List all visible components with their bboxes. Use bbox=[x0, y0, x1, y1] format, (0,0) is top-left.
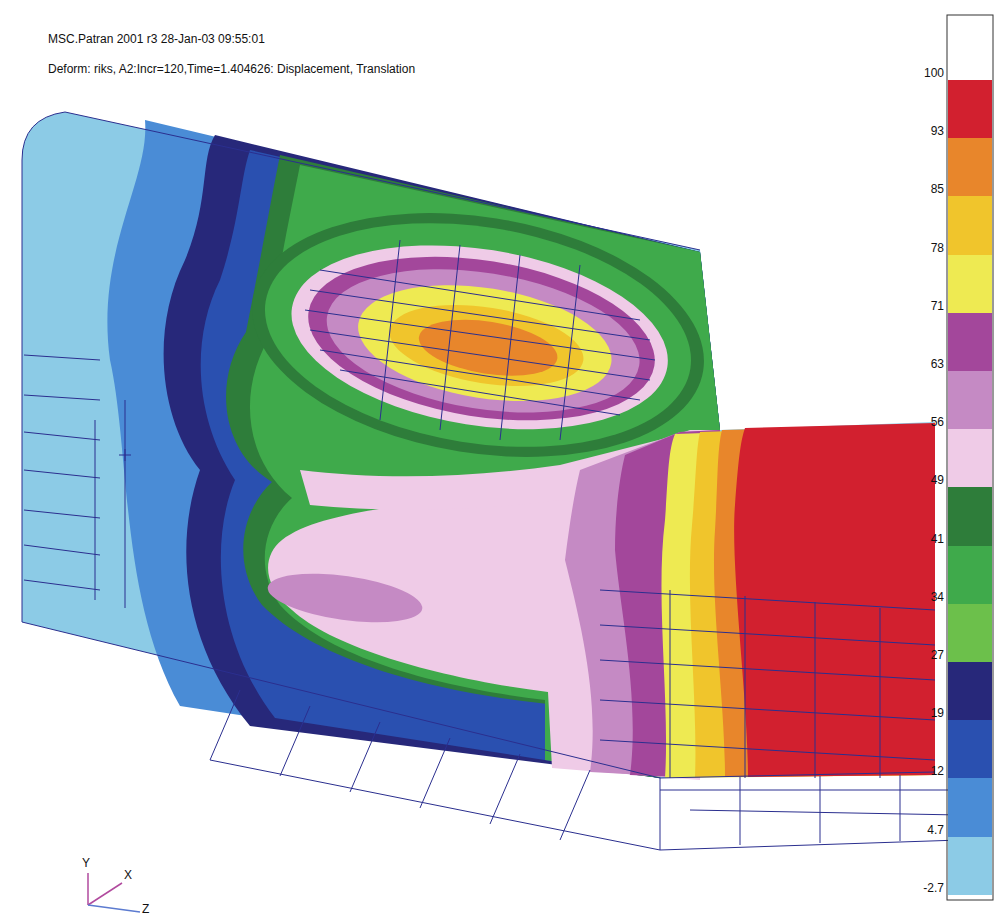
contour-pink bbox=[278, 221, 681, 454]
contour-orange bbox=[415, 311, 561, 384]
colorbar-value: 78 bbox=[904, 241, 944, 255]
colorbar-swatch bbox=[948, 16, 992, 80]
colorbar-swatch bbox=[948, 255, 992, 313]
colorbar-value: 41 bbox=[904, 532, 944, 546]
colorbar-swatch bbox=[948, 487, 992, 545]
colorbar-swatch bbox=[948, 662, 992, 720]
colorbar-swatch bbox=[948, 371, 992, 429]
wireframe bbox=[22, 112, 960, 850]
axis-triad bbox=[88, 873, 140, 912]
colorbar-value: 100 bbox=[904, 66, 944, 80]
colorbar-value: 34 bbox=[904, 590, 944, 604]
axis-label: Y bbox=[82, 856, 90, 870]
colorbar-swatch bbox=[948, 778, 992, 836]
colorbar-value: 56 bbox=[904, 415, 944, 429]
colorbar-value: 4.7 bbox=[904, 823, 944, 837]
contour-yellow bbox=[350, 269, 620, 418]
colorbar-swatch bbox=[948, 720, 992, 778]
colorbar-swatch bbox=[948, 429, 992, 487]
colorbar-frame bbox=[947, 15, 993, 900]
colorbar-swatch bbox=[948, 837, 992, 895]
contour-dark-green bbox=[234, 183, 721, 487]
colorbar-swatch bbox=[948, 313, 992, 371]
contour-mauve bbox=[316, 249, 649, 433]
colorbar-value: 63 bbox=[904, 357, 944, 371]
colorbar-swatch bbox=[948, 604, 992, 662]
colorbar-value: 71 bbox=[904, 299, 944, 313]
colorbar-swatch bbox=[948, 80, 992, 138]
contour-purple bbox=[296, 234, 666, 443]
axis-label: Z bbox=[142, 902, 149, 916]
plot-header: Deform: riks, A2:Incr=120,Time=1.404626:… bbox=[48, 62, 415, 76]
colorbar-value: 19 bbox=[904, 706, 944, 720]
contour-purple-blob bbox=[265, 565, 426, 630]
colorbar-value: 12 bbox=[904, 764, 944, 778]
axis-label: X bbox=[124, 868, 132, 882]
colorbar-swatch bbox=[948, 138, 992, 196]
plot-header: MSC.Patran 2001 r3 28-Jan-03 09:55:01 bbox=[48, 32, 265, 46]
colorbar-value: 85 bbox=[904, 182, 944, 196]
colorbar-swatch bbox=[948, 546, 992, 604]
colorbar-value: 27 bbox=[904, 648, 944, 662]
colorbar-value: 93 bbox=[904, 124, 944, 138]
band-blue-inner bbox=[201, 150, 720, 778]
colorbar-value: -2.7 bbox=[904, 881, 944, 895]
colorbar-swatch bbox=[948, 196, 992, 254]
band-navy bbox=[164, 135, 720, 778]
colorbar-value: 49 bbox=[904, 473, 944, 487]
